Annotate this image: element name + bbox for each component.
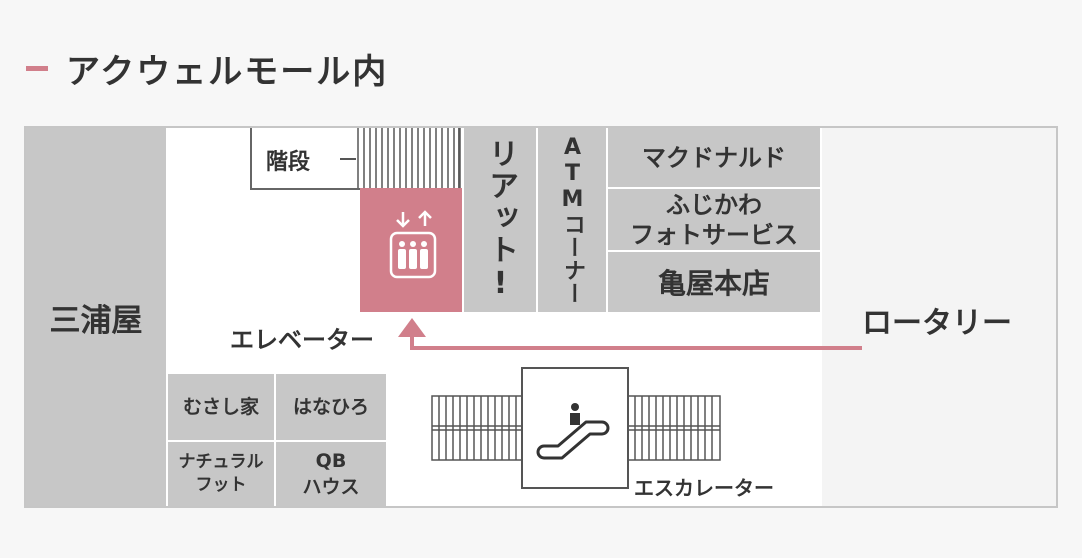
- atm-corner[interactable]: ATMコーナー: [538, 128, 606, 312]
- shop-kameya[interactable]: 亀屋本店: [608, 252, 820, 312]
- heading-accent-bar: [26, 66, 48, 71]
- shop-qb-house-label-2: ハウス: [302, 476, 360, 498]
- page-title: アクウェルモール内: [66, 52, 389, 92]
- shop-mcdonalds-label: マクドナルド: [642, 143, 786, 172]
- elevator-label: エレベーター: [230, 326, 374, 354]
- elevator[interactable]: [360, 188, 462, 312]
- shop-hanahiro-label: はなひろ: [292, 396, 369, 418]
- stairs-label: 階段: [266, 150, 311, 175]
- escalator-box[interactable]: [521, 367, 629, 489]
- shop-qb-house-label-1: QB: [315, 450, 347, 472]
- escalator-label: エスカレーター: [634, 476, 774, 500]
- shop-qb-house[interactable]: QB ハウス: [276, 442, 386, 506]
- shop-riatto-label: リアット!: [483, 137, 518, 303]
- shop-hanahiro[interactable]: はなひろ: [276, 374, 386, 440]
- rotary-label: ロータリー: [862, 306, 1012, 341]
- shop-fujikawa-label-2: フォトサービス: [630, 220, 798, 249]
- atm-corner-label: ATMコーナー: [560, 135, 585, 305]
- escalator-icon: [536, 403, 610, 460]
- shop-musashiya[interactable]: むさし家: [168, 374, 274, 440]
- shop-miuraya-label: 三浦屋: [49, 302, 143, 339]
- shop-fujikawa-label-1: ふじかわ: [666, 190, 762, 219]
- shop-riatto[interactable]: リアット!: [464, 128, 536, 312]
- up-arrow-icon: [398, 318, 426, 337]
- stairs-leader-line: [340, 158, 356, 160]
- top-stairs: [357, 128, 461, 188]
- shop-natural-foot-label-2: フット: [195, 475, 247, 495]
- shop-natural-foot-label-1: ナチュラル: [178, 452, 264, 472]
- shop-musashiya-label: むさし家: [182, 396, 259, 418]
- rotary-area: [822, 128, 1056, 506]
- escalator-left-steps: [431, 395, 523, 461]
- shop-fujikawa[interactable]: ふじかわ フォトサービス: [608, 189, 820, 250]
- shop-kameya-label: 亀屋本店: [657, 267, 770, 300]
- shop-miuraya[interactable]: 三浦屋: [26, 128, 166, 506]
- shop-mcdonalds[interactable]: マクドナルド: [608, 128, 820, 187]
- shop-natural-foot[interactable]: ナチュラル フット: [168, 442, 274, 506]
- route-arrow: [398, 318, 862, 350]
- escalator-right-steps: [627, 395, 721, 461]
